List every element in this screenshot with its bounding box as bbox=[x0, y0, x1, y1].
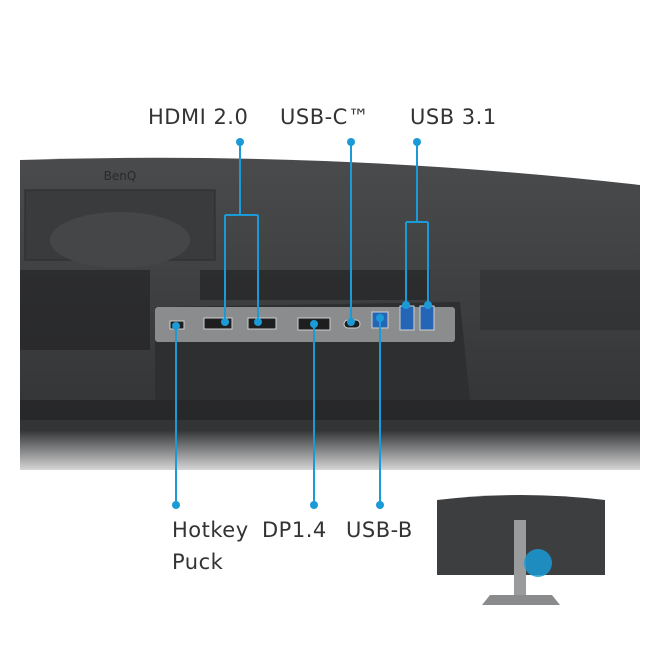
label-puck: Puck bbox=[172, 550, 224, 574]
label-usbc: USB-C™ bbox=[280, 105, 370, 129]
label-hdmi: HDMI 2.0 bbox=[148, 105, 249, 129]
port-hdmi-2 bbox=[247, 317, 277, 330]
label-usb31: USB 3.1 bbox=[410, 105, 497, 129]
port-usb31-1 bbox=[399, 305, 415, 331]
port-usb31-2 bbox=[419, 305, 435, 331]
port-hdmi-1 bbox=[203, 317, 233, 330]
label-hotkey: Hotkey bbox=[172, 518, 249, 542]
brand-logo: BenQ bbox=[104, 169, 137, 183]
label-dp: DP1.4 bbox=[262, 518, 327, 542]
callout-lines bbox=[175, 142, 429, 505]
monitor-thumbnail bbox=[437, 495, 605, 605]
label-usbb: USB-B bbox=[346, 518, 413, 542]
callout-dots bbox=[172, 138, 432, 509]
